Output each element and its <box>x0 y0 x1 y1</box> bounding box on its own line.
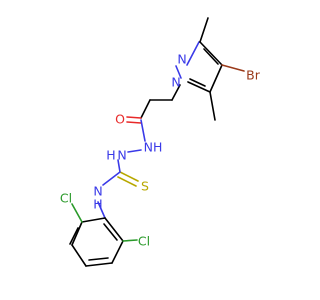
bond-ring-3-4 <box>71 244 87 267</box>
bond-c3-methyl <box>199 17 209 43</box>
bond-layer <box>69 17 245 267</box>
atom-n-pyrazole-1: N <box>171 75 180 90</box>
bond-ring-5-6 <box>111 240 124 264</box>
atom-bromine: Br <box>246 68 261 83</box>
bond-ch2-co <box>140 99 151 119</box>
bond-ring-6-1-double <box>103 223 118 241</box>
atom-n-pyrazole-2: N <box>177 52 186 67</box>
bond-cs-nh <box>102 171 121 186</box>
bond-n1-ch2 <box>171 84 181 101</box>
bond-nh-ring <box>97 201 106 219</box>
bond-ring-cl-meta <box>122 239 138 242</box>
bond-c3-c4-double <box>203 48 219 65</box>
bond-ring-4-5 <box>85 262 113 267</box>
bond-n2-n1 <box>175 65 182 79</box>
bond-co-nh <box>140 119 146 142</box>
bond-nh-nh <box>127 149 142 153</box>
bond-c5-n1-double <box>189 78 206 87</box>
bond-c-o-double <box>126 121 142 124</box>
bond-c3-c4 <box>199 41 223 66</box>
atom-h-hydrazide-2: H <box>106 148 115 163</box>
bond-c5-n1 <box>187 81 211 93</box>
bond-ring-1-2 <box>81 217 106 223</box>
bond-ring-2-3 <box>71 221 83 246</box>
atom-h-aryl: H <box>93 197 102 212</box>
bond-c4-c5 <box>209 64 223 93</box>
bond-nh-cs <box>117 159 121 173</box>
atom-n-aryl: N <box>93 184 102 199</box>
bond-n2-c3 <box>186 41 200 66</box>
bond-c-s-double <box>117 176 137 187</box>
atom-label-layer: N N Br O NH N H N H S Cl Cl <box>60 52 261 249</box>
atom-nh-hydrazide-1: NH <box>144 140 163 155</box>
atom-chlorine-ortho: Cl <box>60 191 72 206</box>
bond-ring-6-1 <box>104 217 124 242</box>
atom-chlorine-meta: Cl <box>138 234 150 249</box>
molecule-structure: N N Br O NH N H N H S Cl Cl <box>60 17 261 267</box>
bond-c-s <box>119 171 139 182</box>
atom-oxygen: O <box>115 112 125 127</box>
bond-ring-2-3-double <box>69 227 79 245</box>
bond-c5-methyl <box>209 91 216 121</box>
bond-ring-4-5-double <box>88 257 109 261</box>
atom-n-hydrazide-2: N <box>117 148 126 163</box>
atom-sulfur: S <box>141 179 149 194</box>
bond-ring-cl-ortho <box>71 203 83 223</box>
bond-c4-br <box>221 64 245 72</box>
bond-c-o <box>126 116 142 119</box>
